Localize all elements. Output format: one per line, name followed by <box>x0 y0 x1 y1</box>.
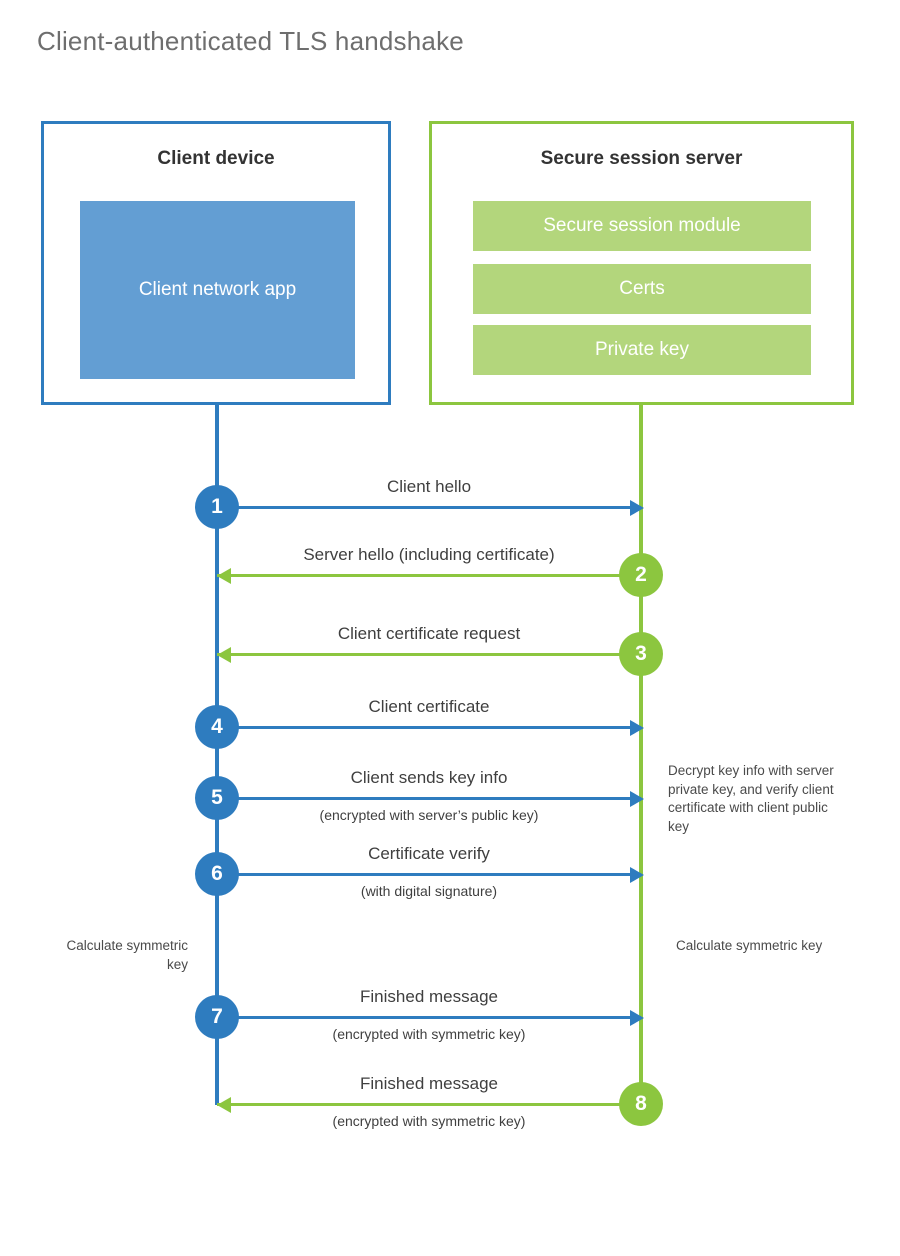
step-number-badge-3: 3 <box>619 632 663 676</box>
message-arrow-head-3 <box>217 647 231 663</box>
step-number-badge-8: 8 <box>619 1082 663 1126</box>
step-number-badge-2: 2 <box>619 553 663 597</box>
message-arrow-line-8 <box>217 1103 641 1106</box>
message-arrow-line-3 <box>217 653 641 656</box>
message-arrow-line-5 <box>217 797 641 800</box>
message-arrow-line-2 <box>217 574 641 577</box>
message-arrow-head-5 <box>630 791 644 807</box>
message-label-8: Finished message <box>360 1074 498 1093</box>
message-label-1: Client hello <box>386 477 472 496</box>
server-component-private-key: Private key <box>473 325 811 375</box>
message-label-3: Client certificate request <box>337 624 521 643</box>
step-number-badge-7: 7 <box>195 995 239 1039</box>
message-label-2: Server hello (including certificate) <box>303 545 555 564</box>
server-component-certs: Certs <box>473 264 811 314</box>
message-arrow-head-1 <box>630 500 644 516</box>
secure-session-server-box: Secure session server Secure session mod… <box>429 121 854 405</box>
step-number-badge-6: 6 <box>195 852 239 896</box>
message-label-7: Finished message <box>360 987 498 1006</box>
note-client-calculate-symmetric-key: Calculate symmetric key <box>66 938 188 972</box>
page-title: Client-authenticated TLS handshake <box>37 26 464 56</box>
message-arrow-head-7 <box>630 1010 644 1026</box>
client-device-title: Client device <box>157 148 275 169</box>
message-label-4: Client certificate <box>368 697 490 716</box>
message-arrow-line-7 <box>217 1016 641 1019</box>
message-sublabel-7: (encrypted with symmetric key) <box>332 1026 526 1042</box>
client-network-app-block: Client network app <box>80 201 355 379</box>
step-number-badge-5: 5 <box>195 776 239 820</box>
message-arrow-line-1 <box>217 506 641 509</box>
server-lifeline <box>639 405 643 1105</box>
message-arrow-line-4 <box>217 726 641 729</box>
message-arrow-head-2 <box>217 568 231 584</box>
message-arrow-head-6 <box>630 867 644 883</box>
message-arrow-head-8 <box>217 1097 231 1113</box>
message-label-5: Client sends key info <box>350 768 508 787</box>
message-sublabel-5: (encrypted with server’s public key) <box>319 807 539 823</box>
message-label-6: Certificate verify <box>368 844 490 863</box>
message-sublabel-6: (with digital signature) <box>360 883 498 899</box>
client-lifeline <box>215 405 219 1105</box>
step-number-badge-4: 4 <box>195 705 239 749</box>
client-device-box: Client device Client network app <box>41 121 391 405</box>
server-component-secure-session-module: Secure session module <box>473 201 811 251</box>
note-server-decrypt-verify: Decrypt key info with server private key… <box>668 763 834 834</box>
step-number-badge-1: 1 <box>195 485 239 529</box>
message-sublabel-8: (encrypted with symmetric key) <box>332 1113 526 1129</box>
message-arrow-line-6 <box>217 873 641 876</box>
secure-session-server-title: Secure session server <box>540 148 743 169</box>
note-server-calculate-symmetric-key: Calculate symmetric key <box>676 938 823 953</box>
message-arrow-head-4 <box>630 720 644 736</box>
